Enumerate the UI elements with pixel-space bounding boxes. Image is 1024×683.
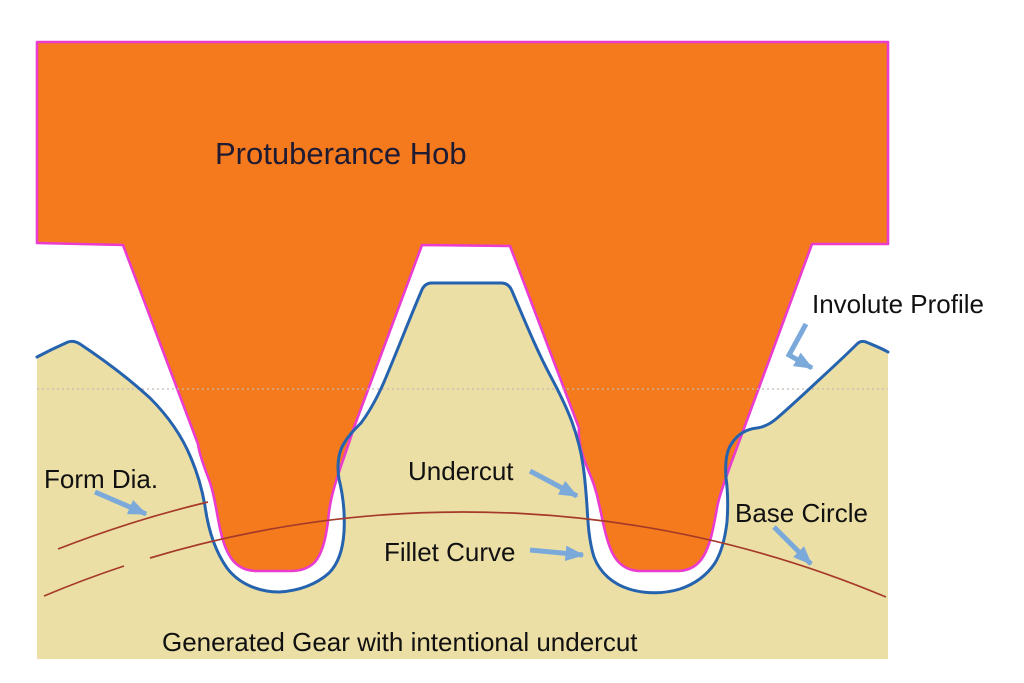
undercut-label: Undercut [408, 456, 514, 486]
base-circle-arc [43, 511, 887, 598]
base-circle-arrow [772, 525, 813, 566]
hob-label: Protuberance Hob [215, 136, 467, 171]
hob-body [35, 40, 890, 573]
involute-profile-arrow [785, 322, 814, 371]
involute-profile-label: Involute Profile [812, 289, 984, 319]
gear-body [37, 283, 888, 659]
undercut-arrow [528, 468, 579, 499]
fillet-curve-label: Fillet Curve [384, 537, 515, 567]
gear-label: Generated Gear with intentional undercut [162, 627, 638, 657]
gear-profile-curve [35, 281, 890, 595]
form-dia-arrow [94, 489, 148, 517]
form-diameter-arc [57, 501, 209, 550]
base-circle-label: Base Circle [735, 498, 868, 528]
form-dia-label: Form Dia. [44, 464, 158, 494]
fillet-curve-arrow [529, 545, 585, 562]
